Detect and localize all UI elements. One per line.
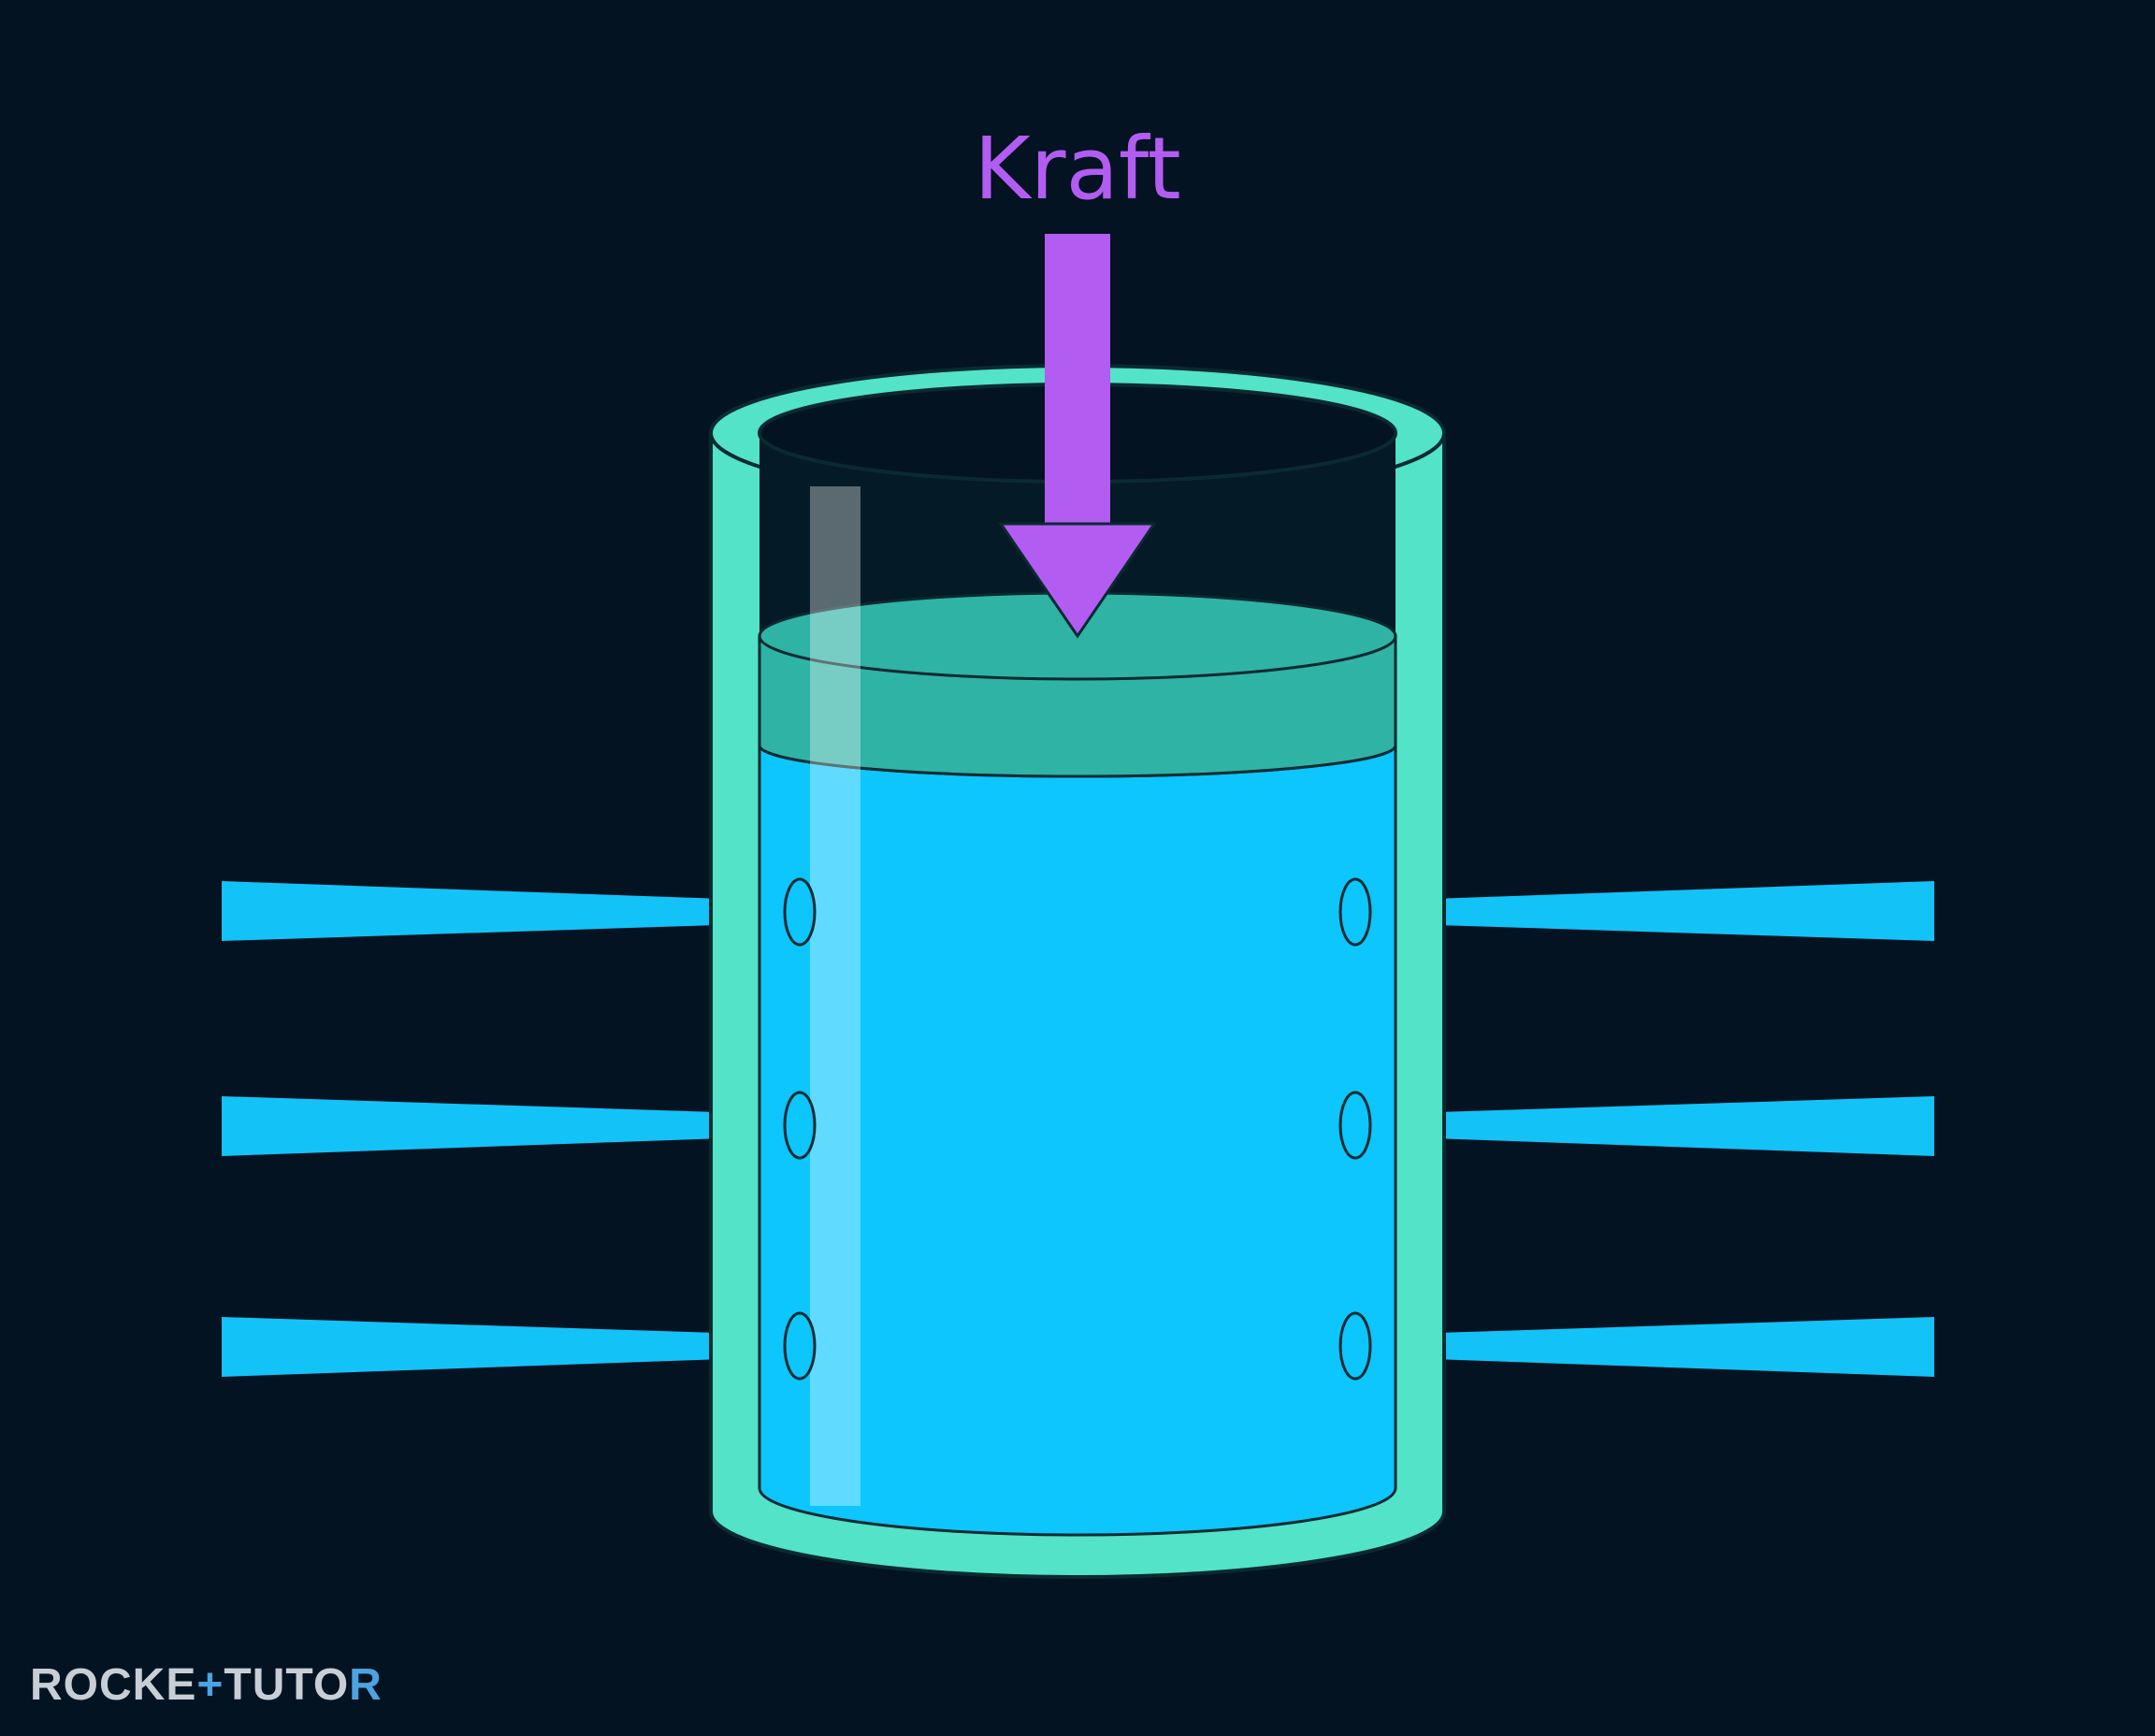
logo-text-part3: R bbox=[349, 1660, 383, 1710]
right-outlet-holes bbox=[1338, 877, 1372, 1381]
water-jet-left-bottom bbox=[222, 1317, 776, 1377]
water-jet-left-middle bbox=[222, 1096, 776, 1156]
force-arrow-shaft bbox=[1045, 234, 1110, 524]
outlet-hole-right-middle bbox=[1338, 1091, 1372, 1160]
outlet-hole-left-bottom bbox=[783, 1311, 817, 1381]
outlet-hole-left-middle bbox=[783, 1091, 817, 1160]
glass-highlight bbox=[810, 486, 861, 1506]
left-outlet-holes bbox=[783, 877, 817, 1381]
water-jet-left-top bbox=[222, 881, 776, 941]
left-water-jets bbox=[222, 881, 776, 1377]
arrow-down-icon bbox=[998, 234, 1157, 639]
rocketutor-logo: ROCKE+TUTOR bbox=[30, 1659, 383, 1711]
outlet-hole-right-top bbox=[1338, 877, 1372, 947]
logo-text-part1: ROCKE bbox=[30, 1660, 197, 1710]
water-body bbox=[758, 744, 1397, 1537]
cylinder bbox=[709, 364, 1446, 1579]
force-arrow-head bbox=[998, 522, 1157, 639]
outlet-hole-right-bottom bbox=[1338, 1311, 1372, 1381]
logo-plus-glyph: + bbox=[196, 1660, 224, 1710]
force-label: Kraft bbox=[974, 119, 1180, 219]
right-water-jets bbox=[1380, 881, 1934, 1377]
water-jet-right-bottom bbox=[1380, 1317, 1934, 1377]
logo-text-part2: TUTO bbox=[224, 1660, 350, 1710]
water-jet-right-top bbox=[1380, 881, 1934, 941]
water-jet-right-middle bbox=[1380, 1096, 1934, 1156]
outlet-hole-left-top bbox=[783, 877, 817, 947]
